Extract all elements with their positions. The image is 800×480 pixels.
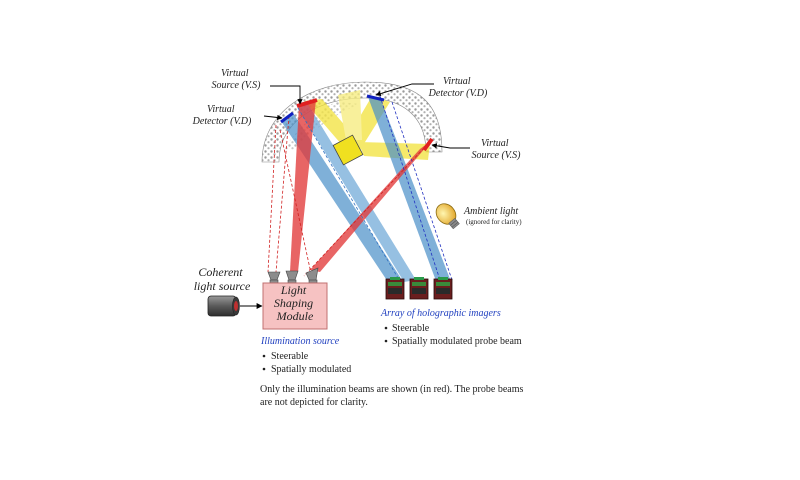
light-shaping-module (262, 282, 328, 330)
virtual-detector-top-marker (366, 94, 385, 102)
illumination-bullet-1: Steerable (271, 351, 309, 362)
array-heading: Array of holographic imagers (380, 308, 501, 319)
holographic-imager-icon (385, 277, 453, 300)
ambient-light-label: Ambient light (463, 206, 518, 217)
virtual-source-top-label: Virtual Source (V.S) (212, 68, 262, 91)
illumination-beams (290, 100, 432, 272)
ambient-light-note: (ignored for clarity) (466, 218, 522, 226)
array-bullet-dot (384, 339, 388, 343)
virtual-markers (280, 94, 434, 152)
virtual-source-right-label: Virtual Source (V.S) (472, 138, 522, 161)
coherent-source-label: Coherent light source (194, 265, 251, 293)
module-label: Light Shaping Module (274, 283, 316, 323)
light-bulb-icon (435, 203, 460, 230)
virtual-source-right-marker (422, 137, 434, 152)
virtual-detector-left-label: Virtual Detector (V.D) (192, 104, 252, 127)
virtual-detector-top-label: Virtual Detector (V.D) (428, 76, 488, 99)
scene-object (332, 134, 364, 166)
array-bullet-2: Spatially modulated probe beam (392, 336, 522, 347)
caption-line-1: Only the illumination beams are shown (i… (260, 384, 523, 395)
beam-emitter-icon (267, 267, 319, 285)
virtual-source-top-marker (296, 98, 318, 108)
array-bullet-1: Steerable (392, 323, 430, 334)
array-bullet-dot (384, 326, 388, 330)
probe-beams (281, 97, 450, 282)
illumination-bullet-dot (262, 354, 266, 358)
reflection-beams (304, 90, 430, 160)
laser-source-icon (207, 295, 240, 317)
leader-lines (263, 83, 470, 149)
illumination-heading: Illumination source (260, 336, 340, 347)
caption-line-2: are not depicted for clarity. (260, 397, 368, 408)
virtual-detector-left-marker (280, 111, 294, 124)
beam-outline-dashes (267, 95, 453, 281)
illumination-bullet-dot (262, 367, 266, 371)
illumination-bullet-2: Spatially modulated (271, 364, 351, 375)
